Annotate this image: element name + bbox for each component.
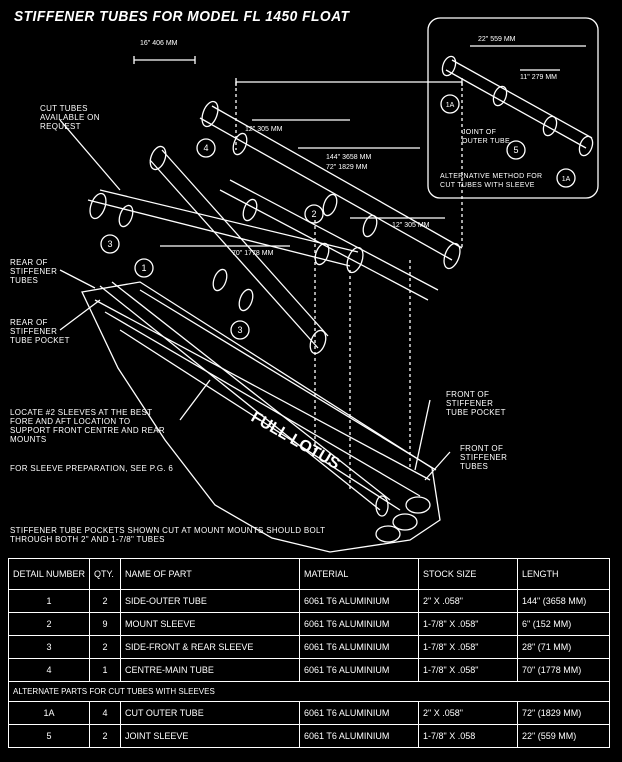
table-row: 4 1 CENTRE-MAIN TUBE 6061 T6 ALUMINIUM 1… [7, 658, 610, 682]
alt-heading: ALTERNATE PARTS FOR CUT TUBES WITH SLEEV… [8, 681, 610, 702]
tube-centre [149, 149, 329, 349]
cell: SIDE-FRONT & REAR SLEEVE [120, 635, 301, 659]
dim-12a: 12" 305 MM [245, 126, 283, 133]
cell: 1 [89, 658, 122, 682]
cell: CENTRE-MAIN TUBE [120, 658, 301, 682]
table-row: 2 9 MOUNT SLEEVE 6061 T6 ALUMINIUM 1-7/8… [7, 612, 610, 636]
table-section-heading: ALTERNATE PARTS FOR CUT TUBES WITH SLEEV… [8, 681, 610, 702]
cell: MOUNT SLEEVE [120, 612, 301, 636]
cell: 2 [89, 724, 122, 748]
dim-11: 11" 279 MM [520, 74, 557, 81]
marker-1a-b: 1A [562, 176, 571, 183]
marker-1: 1 [141, 263, 146, 273]
cell: JOINT SLEEVE [120, 724, 301, 748]
cell: 6" (152 MM) [517, 612, 610, 636]
cell: 1-7/8" X .058" [418, 612, 519, 636]
cell: 1-7/8" X .058 [418, 724, 519, 748]
cell: 2" X .058" [418, 589, 519, 613]
cell: 6061 T6 ALUMINIUM [299, 701, 420, 725]
dim-12b: 12" 305 MM [392, 222, 430, 229]
cell: 5 [7, 724, 91, 748]
label-alternative: ALTERNATIVE METHOD FOR CUT TUBES WITH SL… [440, 173, 543, 189]
marker-1a: 1A [446, 102, 455, 109]
marker-5: 5 [513, 145, 518, 155]
exploded-diagram: 3 1 4 2 3 1A 5 1A FULL LOTUS [59, 17, 599, 553]
marker-2: 2 [311, 209, 316, 219]
table-header-row: DETAIL NUMBER QTY. NAME OF PART MATERIAL… [7, 558, 610, 590]
cell: 9 [89, 612, 122, 636]
cell: 6061 T6 ALUMINIUM [299, 658, 420, 682]
cell: 1-7/8" X .058" [418, 635, 519, 659]
cell: 6061 T6 ALUMINIUM [299, 724, 420, 748]
cell: SIDE-OUTER TUBE [120, 589, 301, 613]
parts-table: DETAIL NUMBER QTY. NAME OF PART MATERIAL… [7, 558, 610, 748]
table-row: 5 2 JOINT SLEEVE 6061 T6 ALUMINIUM 1-7/8… [7, 724, 610, 748]
cell: 1-7/8" X .058" [418, 658, 519, 682]
cell: CUT OUTER TUBE [120, 701, 301, 725]
cell: 28" (71 MM) [517, 635, 610, 659]
table-row: 3 2 SIDE-FRONT & REAR SLEEVE 6061 T6 ALU… [7, 635, 610, 659]
cell: 6061 T6 ALUMINIUM [299, 612, 420, 636]
cell: 70" (1778 MM) [517, 658, 610, 682]
cell: 1 [7, 589, 91, 613]
cell: 6061 T6 ALUMINIUM [299, 589, 420, 613]
dim-144: 144" 3658 MM [326, 154, 372, 161]
label-rear-tubes: REAR OF STIFFENER TUBES [10, 258, 58, 285]
col-stock-size: STOCK SIZE [418, 558, 519, 590]
col-length: LENGTH [517, 558, 610, 590]
float-hull [81, 281, 441, 553]
cell: 2" X .058" [418, 701, 519, 725]
table-row: 1A 4 CUT OUTER TUBE 6061 T6 ALUMINIUM 2"… [7, 701, 610, 725]
dim-70: 70" 1778 MM [232, 250, 274, 257]
label-front-tubes: FRONT OF STIFFENER TUBES [460, 444, 508, 471]
label-joint: JOINT OF OUTER TUBE [462, 129, 510, 145]
cell: 2 [7, 612, 91, 636]
cell: 22" (559 MM) [517, 724, 610, 748]
dim-72: 72" 1829 MM [326, 164, 368, 171]
tube-outer-left [87, 189, 359, 267]
dim-16: 16" 406 MM [140, 40, 178, 47]
table-row: 1 2 SIDE-OUTER TUBE 6061 T6 ALUMINIUM 2"… [7, 589, 610, 613]
cell: 72" (1829 MM) [517, 701, 610, 725]
cell: 4 [7, 658, 91, 682]
label-cut-tubes: CUT TUBES AVAILABLE ON REQUEST [40, 104, 100, 131]
cell: 2 [89, 589, 122, 613]
col-qty: QTY. [89, 558, 122, 590]
dim-22: 22" 559 MM [478, 36, 516, 43]
brand-logo: FULL LOTUS [248, 409, 343, 474]
marker-4: 4 [203, 143, 208, 153]
cell: 4 [89, 701, 122, 725]
diagram-title: STIFFENER TUBES FOR MODEL FL 1450 FLOAT [14, 8, 350, 25]
cell: 6061 T6 ALUMINIUM [299, 635, 420, 659]
cell: 3 [7, 635, 91, 659]
cell: 1A [7, 701, 91, 725]
inset-box [427, 17, 599, 199]
label-sleeve-prep: FOR SLEEVE PREPARATION, SEE P.G. 6 [10, 464, 174, 473]
col-detail-number: DETAIL NUMBER [7, 558, 91, 590]
tube-outer-right [199, 105, 463, 261]
col-name: NAME OF PART [120, 558, 301, 590]
cell: 144" (3658 MM) [517, 589, 610, 613]
marker-3: 3 [107, 239, 112, 249]
label-front-pocket: FRONT OF STIFFENER TUBE POCKET [446, 390, 506, 417]
cell: 2 [89, 635, 122, 659]
label-rear-pocket: REAR OF STIFFENER TUBE POCKET [10, 318, 70, 345]
col-material: MATERIAL [299, 558, 420, 590]
label-pockets-note: STIFFENER TUBE POCKETS SHOWN CUT AT MOUN… [10, 526, 326, 544]
marker-3b: 3 [237, 325, 242, 335]
label-locate-sleeves: LOCATE #2 SLEEVES AT THE BEST FORE AND A… [10, 408, 165, 444]
